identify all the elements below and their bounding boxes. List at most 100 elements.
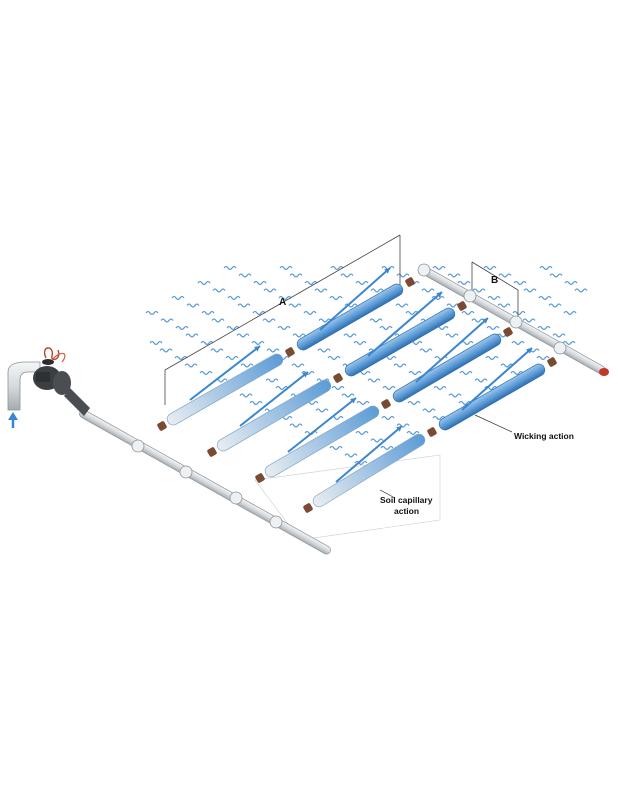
moisture-squiggle [447,273,461,278]
wicking-tube-segment [344,307,456,377]
coupling-icon [405,277,415,287]
flow-arrow [189,345,261,401]
moisture-squiggle [381,415,395,421]
moisture-squiggle [226,325,240,331]
moisture-squiggle [354,460,368,466]
flow-arrowhead [384,268,390,274]
soil-capillary-label-line1: Soil capillary [380,495,433,505]
flow-arrow [367,291,443,357]
moisture-squiggle [419,348,433,353]
moisture-squiggle [252,310,266,316]
moisture-squiggle [278,295,292,301]
coupling-icon [255,473,265,483]
moisture-squiggle [382,385,396,391]
moisture-squiggle [200,340,214,346]
moisture-squiggle [301,370,315,376]
moisture-squiggle [329,295,343,301]
moisture-squiggle [240,363,254,368]
moisture-squiggle [396,423,410,428]
moisture-squiggle [536,355,550,361]
moisture-squiggle [497,303,511,308]
moisture-squiggle [448,393,462,398]
coupling-icon [207,447,217,457]
moisture-squiggle [393,363,407,368]
moisture-squiggle [498,273,512,278]
tee-fitting-icon [179,465,193,479]
moisture-squiggle [171,295,185,301]
moisture-squiggle [331,385,345,391]
coupling-icon [303,503,313,513]
moisture-squiggle [184,363,198,368]
coupling-icon [285,347,295,357]
moisture-squiggle [432,265,446,271]
moisture-squiggle [344,453,358,458]
moisture-squiggle [327,355,341,361]
moisture-squiggle [445,333,459,338]
soil-capillary-label-line2: action [394,506,419,516]
flow-arrowhead [396,426,402,432]
moisture-squiggle [422,408,436,413]
tee-fitting-icon [509,315,523,329]
moisture-squiggle [355,430,369,436]
coupling-icon [457,301,467,311]
moisture-squiggle [288,303,302,308]
moisture-squiggle [446,303,460,308]
moisture-squiggle [370,438,384,443]
moisture-squiggle [249,400,263,406]
moisture-squiggle [457,280,471,286]
tee-fitting-icon [229,491,243,505]
moisture-squiggle [159,348,173,353]
flow-arrow [239,371,309,427]
moisture-squiggle [523,288,537,293]
moisture-squiggle [432,415,446,421]
moisture-squiggle [227,295,241,301]
moisture-squiggle [548,303,562,308]
moisture-squiggle [225,355,239,361]
wicking-tubes [157,277,557,513]
moisture-squiggle [201,310,215,316]
moisture-squiggle [343,333,357,338]
tee-fitting-icon [463,289,477,303]
moisture-squiggle [486,325,500,331]
moisture-squiggle [356,400,370,406]
moisture-squiggle [459,370,473,376]
moisture-squiggle [317,348,331,353]
moisture-squiggle [500,363,514,368]
moisture-squiggle [199,370,213,376]
moisture-squiggle [474,378,488,383]
main-supply-pipe [79,409,331,555]
tee-fitting-icon [553,341,567,355]
moisture-squiggle [537,325,551,331]
moisture-squiggle [291,363,305,368]
moisture-squiggle [431,295,445,301]
moisture-squiggle [160,318,174,323]
moisture-squiggle [471,318,485,323]
tee-fitting-icon [131,439,145,453]
moisture-squiggle [472,288,486,293]
moisture-squiggle [460,340,474,346]
moisture-squiggle [197,280,211,286]
moisture-squiggle [275,385,289,391]
moisture-squiggle [330,265,344,271]
moisture-squiggle [315,408,329,413]
moisture-squiggle [174,355,188,361]
flow-arrow [461,347,533,411]
wicking-tube-segment [264,405,380,478]
moisture-squiggle [340,273,354,278]
coupling-icon [333,373,343,383]
tee-fitting-icon [417,263,431,277]
flow-arrow [319,267,391,331]
moisture-squiggle [292,333,306,338]
moisture-squiggle [237,303,251,308]
coupling-icon [381,399,391,409]
moisture-squiggle [510,370,524,376]
wicking-tube-segment [438,363,546,431]
end-cap-icon [599,368,609,376]
moisture-squiggle [253,280,267,286]
moisture-squiggle [370,288,384,293]
flow-arrowhead [436,292,442,298]
moisture-squiggle [433,385,447,391]
moisture-squiggle [185,333,199,338]
tee-fitting-icon [269,515,283,529]
